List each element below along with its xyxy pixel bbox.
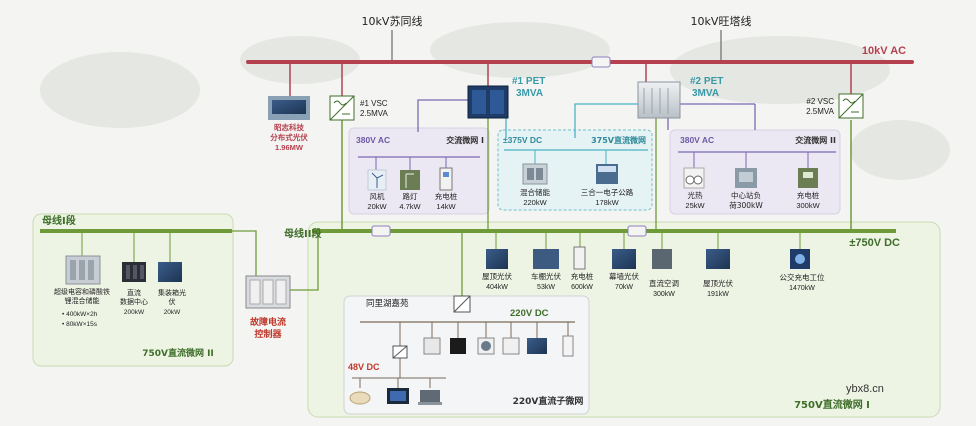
- vsc2-name: #2 VSC: [806, 97, 834, 106]
- load3-l1: 充电桩: [571, 271, 594, 281]
- load4-l2: 70kW: [615, 284, 633, 291]
- pv-left-line2: 分布式光伏: [270, 132, 308, 142]
- ac-grid2-dev1-l1: 光热: [688, 190, 703, 200]
- ac-grid2-voltage: 380V AC: [680, 135, 714, 145]
- grid2-panel: [32, 213, 234, 367]
- pv-box-l3: 20kW: [164, 309, 181, 316]
- dc375-dev1-l1: 混合储能: [520, 187, 550, 197]
- feeder2-label: 10kV旺塔线: [691, 14, 752, 28]
- ac-grid2-name: 交流微网 II: [795, 135, 836, 145]
- vsc2-rating: 2.5MVA: [806, 107, 835, 116]
- 220v-load-icons: [349, 335, 574, 405]
- load7-l2: 1470kW: [789, 285, 815, 292]
- ac-grid2-dev3-l1: 充电桩: [797, 190, 820, 200]
- ac-grid1-dev2-l2: 4.7kW: [399, 202, 421, 211]
- pet1-cabinet[interactable]: [467, 85, 509, 119]
- dc-center-l3: 200kW: [124, 309, 145, 316]
- ac-grid1-dev3-l2: 14kW: [436, 202, 456, 211]
- load1-l2: 404kW: [486, 284, 508, 291]
- dc375-dev1-l2: 220kW: [523, 198, 547, 207]
- pv-box-l1: 集装箱光: [158, 288, 186, 297]
- bus-tie-switch-dc-2[interactable]: [627, 225, 647, 237]
- pv-left-line1: 昭志科技: [274, 122, 304, 132]
- vsc1-converter[interactable]: [329, 95, 355, 121]
- pet1-name: #1 PET: [512, 76, 545, 87]
- load2-l2: 53kW: [537, 284, 555, 291]
- pet2-cabinet[interactable]: [637, 81, 681, 119]
- ac-grid1-dev1-l1: 风机: [370, 191, 385, 201]
- dc375-voltage: ±375V DC: [503, 135, 542, 145]
- ac-bus-label: 10kV AC: [862, 45, 906, 57]
- ac-grid2-dev2-l2: 荷300kW: [729, 200, 763, 210]
- pet2-rating: 3MVA: [692, 88, 719, 99]
- hybrid-storage-icon: [522, 163, 548, 185]
- sub-grid-name: 220V直流子微网: [513, 395, 584, 407]
- 48v-converter[interactable]: [392, 345, 408, 359]
- vsc1-rating: 2.5MVA: [360, 109, 389, 118]
- load2-l1: 车棚光伏: [531, 271, 561, 281]
- pet1-rating: 3MVA: [516, 88, 543, 99]
- dc375-dev2-l1: 三合一电子公路: [581, 187, 634, 197]
- fcl-l2: 控制器: [254, 328, 282, 340]
- grid2-name: 750V直流微网 II: [142, 347, 214, 359]
- ac-grid2-dev3-l2: 300kW: [796, 201, 820, 210]
- storage-b2: • 80kW×15s: [62, 321, 98, 328]
- ac-grid1-name: 交流微网 I: [446, 135, 484, 145]
- load5-l2: 300kW: [653, 291, 675, 298]
- community-label: 同里湖嘉苑: [366, 298, 409, 309]
- dc-center-l2: 数据中心: [120, 297, 148, 306]
- dc750-seg1-label: 母线I段: [42, 214, 76, 227]
- load3-l2: 600kW: [571, 284, 593, 291]
- storage-l1: 超级电容和磷酸铁: [54, 287, 110, 296]
- pv-building-image: [268, 96, 310, 120]
- dc750-load-icons: [486, 246, 810, 270]
- load6-l1: 屋顶光伏: [703, 278, 733, 288]
- charger-pile-icon: [439, 167, 453, 191]
- storage-b1: • 400kW×2h: [62, 311, 98, 318]
- load7-l1: 公交充电工位: [780, 272, 825, 282]
- 48v-label: 48V DC: [348, 362, 380, 372]
- ac-grid1-voltage: 380V AC: [356, 135, 390, 145]
- dc375-dev2-l2: 178kW: [595, 198, 619, 207]
- charger-pile-icon-2: [798, 168, 818, 188]
- pv-left-line3: 1.96MW: [275, 143, 304, 152]
- dc750-bus-label: ±750V DC: [849, 237, 900, 249]
- fcl-device[interactable]: [245, 275, 291, 309]
- load5-l1: 直流空调: [649, 278, 679, 288]
- load6-l2: 191kW: [707, 291, 729, 298]
- ac-grid1-dev3-l1: 充电桩: [435, 191, 458, 201]
- center-station-icon: [735, 168, 757, 188]
- pet2-name: #2 PET: [690, 76, 723, 87]
- wind-turbine-icon: [367, 169, 387, 191]
- pv-box-l2: 伏: [169, 297, 176, 306]
- e-highway-icon: [596, 164, 618, 184]
- fcl-l1: 故障电流: [250, 316, 286, 328]
- grid2-icons: [65, 255, 182, 285]
- watermark: ybx8.cn: [846, 383, 884, 395]
- bus-tie-switch-ac[interactable]: [591, 56, 611, 68]
- ac-grid1-dev2-l1: 路灯: [403, 191, 418, 201]
- load4-l1: 幕墙光伏: [609, 271, 639, 281]
- 220v-label: 220V DC: [510, 308, 549, 319]
- load1-l1: 屋顶光伏: [482, 271, 512, 281]
- dc-center-l1: 直流: [127, 288, 141, 297]
- vsc1-name: #1 VSC: [360, 99, 388, 108]
- dc750-seg2-label: 母线II段: [284, 227, 321, 240]
- sub-grid-converter[interactable]: [453, 295, 471, 313]
- feeder1-label: 10kV苏同线: [362, 14, 423, 28]
- bus-tie-switch-dc-1[interactable]: [371, 225, 391, 237]
- ac-grid2-dev2-l1: 中心站负: [731, 190, 761, 200]
- ac-grid2-dev1-l2: 25kW: [685, 201, 705, 210]
- solar-thermal-icon: [683, 167, 705, 189]
- vsc2-converter[interactable]: [838, 93, 864, 119]
- ac-grid1-dev1-l2: 20kW: [367, 202, 387, 211]
- grid1-name: 750V直流微网 I: [794, 398, 870, 411]
- dc375-name: 375V直流微网: [591, 135, 646, 145]
- street-light-icon: [400, 170, 420, 190]
- storage-l2: 锂混合储能: [65, 296, 100, 305]
